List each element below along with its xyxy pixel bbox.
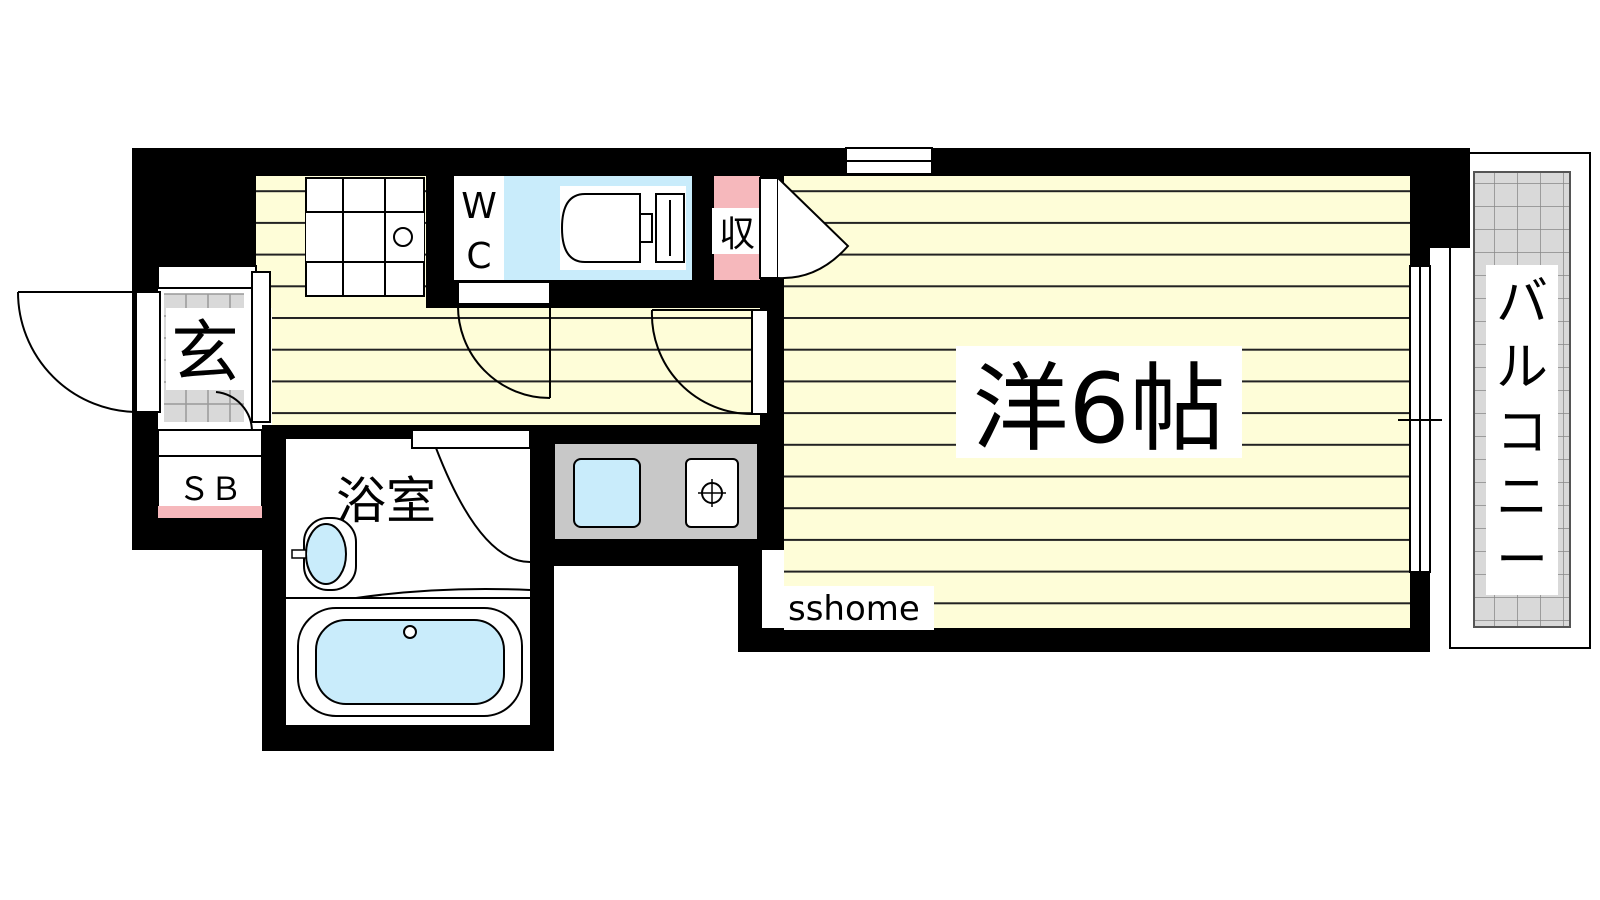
toilet-room: W C (454, 176, 692, 280)
balcony-label-2: ル (1496, 338, 1548, 398)
wc-label-top: W (461, 186, 497, 227)
kitchen-counter (553, 442, 759, 541)
wc-door[interactable] (456, 281, 551, 399)
wc-label-bottom: C (466, 236, 491, 277)
toilet-icon (560, 186, 686, 270)
bathtub-icon (297, 607, 523, 717)
shoe-box-label: ＳＢ (178, 470, 242, 508)
top-window (845, 147, 933, 175)
balcony-label-5: ー (1496, 531, 1548, 591)
drain-icon (393, 227, 413, 247)
western-label-backdrop (956, 346, 1242, 458)
sink-icon (573, 458, 641, 528)
washer-space (305, 177, 425, 297)
balcony-sliding-door (1398, 265, 1442, 573)
balcony-label-4: ニ (1496, 468, 1548, 528)
balcony-label-panel (1486, 265, 1558, 595)
room-door[interactable] (650, 309, 769, 415)
shoe-box: ＳＢ (157, 429, 263, 518)
bathroom: 浴室 (286, 429, 531, 725)
western-room-floor-upper-notch (784, 176, 1384, 248)
balcony-label-3: コ (1496, 403, 1548, 463)
western-room-label: 洋6帖 (972, 353, 1225, 465)
entrance: 玄 (157, 265, 271, 430)
corridor-floor (272, 308, 760, 425)
balcony: バ ル コ ニ ー (1449, 152, 1591, 649)
watermark-backdrop (784, 586, 934, 630)
storage-closet: 収 (712, 176, 762, 280)
entrance-door[interactable] (17, 291, 161, 413)
storage-door[interactable] (759, 177, 850, 280)
washbasin-icon (291, 517, 357, 591)
entrance-inner-swing (215, 391, 254, 433)
watermark-text: sshome (788, 589, 920, 629)
balcony-label-1: バ (1496, 273, 1548, 333)
entrance-label: 玄 (171, 314, 239, 393)
bathroom-label: 浴室 (336, 472, 436, 530)
storage-label: 収 (719, 214, 755, 255)
